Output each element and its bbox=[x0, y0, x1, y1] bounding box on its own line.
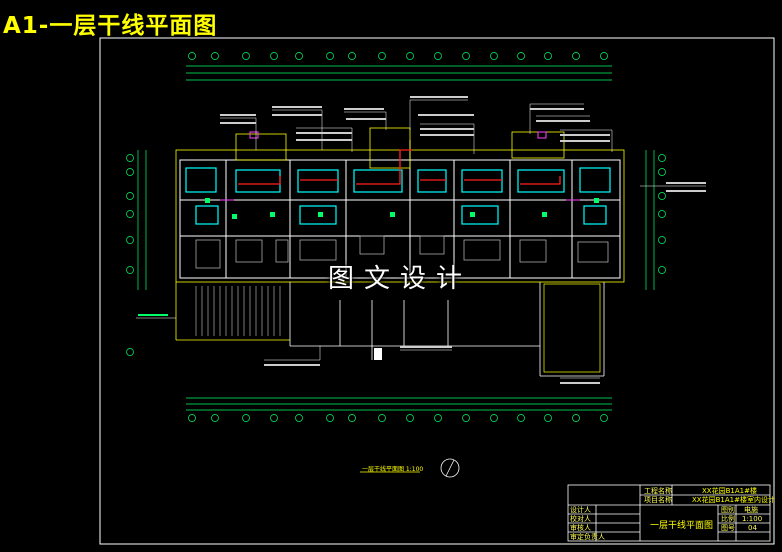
tb-item-name: XX花园B1A1#楼室内设计 bbox=[692, 496, 775, 504]
tb-label-review: 审核人 bbox=[570, 524, 591, 532]
tb-project-name: XX花园B1A1#楼 bbox=[702, 487, 757, 495]
tb-label-project: 工程名称 bbox=[644, 487, 672, 495]
drawing-border bbox=[99, 37, 775, 545]
tb-label-item: 项目名称 bbox=[644, 496, 672, 504]
plan-caption: 一层干线平面图 1:100 bbox=[362, 466, 424, 473]
tb-label-check: 校对人 bbox=[570, 515, 591, 523]
top-axis-bubbles bbox=[188, 52, 608, 60]
tb-scale-label: 比例 bbox=[721, 515, 735, 523]
device-symbols bbox=[205, 198, 599, 219]
tb-drawing-name: 一层干线平面图 bbox=[650, 521, 714, 531]
wiring-runs bbox=[238, 149, 561, 185]
drawing-title: A1-一层干线平面图 bbox=[3, 13, 218, 39]
top-dimension-lines bbox=[186, 65, 612, 81]
bottom-axis-bubbles bbox=[188, 414, 608, 422]
entrance-block bbox=[374, 348, 382, 360]
tb-label-design: 设计人 bbox=[570, 506, 591, 514]
leader-lines bbox=[220, 99, 706, 379]
tb-label-approve: 审定负责人 bbox=[570, 533, 605, 541]
tb-no-label: 图号 bbox=[721, 524, 735, 532]
left-label-text bbox=[138, 314, 168, 316]
lower-structure bbox=[543, 283, 601, 373]
tb-scale: 1:100 bbox=[742, 515, 763, 523]
furniture bbox=[195, 235, 609, 269]
magenta-markers bbox=[220, 131, 580, 201]
leader-text-bars bbox=[220, 96, 706, 384]
title-block bbox=[567, 484, 771, 542]
tb-no: 04 bbox=[748, 524, 757, 532]
watermark: 图文设计 bbox=[327, 264, 472, 294]
north-arrow-icon bbox=[440, 458, 460, 478]
partitions bbox=[185, 167, 611, 225]
tb-stage-label: 图别 bbox=[721, 506, 735, 514]
left-dimension-lines bbox=[126, 150, 147, 356]
right-dimension-lines bbox=[645, 150, 666, 290]
tb-stage: 电施 bbox=[744, 506, 758, 514]
stair-hatch bbox=[195, 286, 281, 336]
bottom-dimension-lines bbox=[186, 397, 612, 411]
